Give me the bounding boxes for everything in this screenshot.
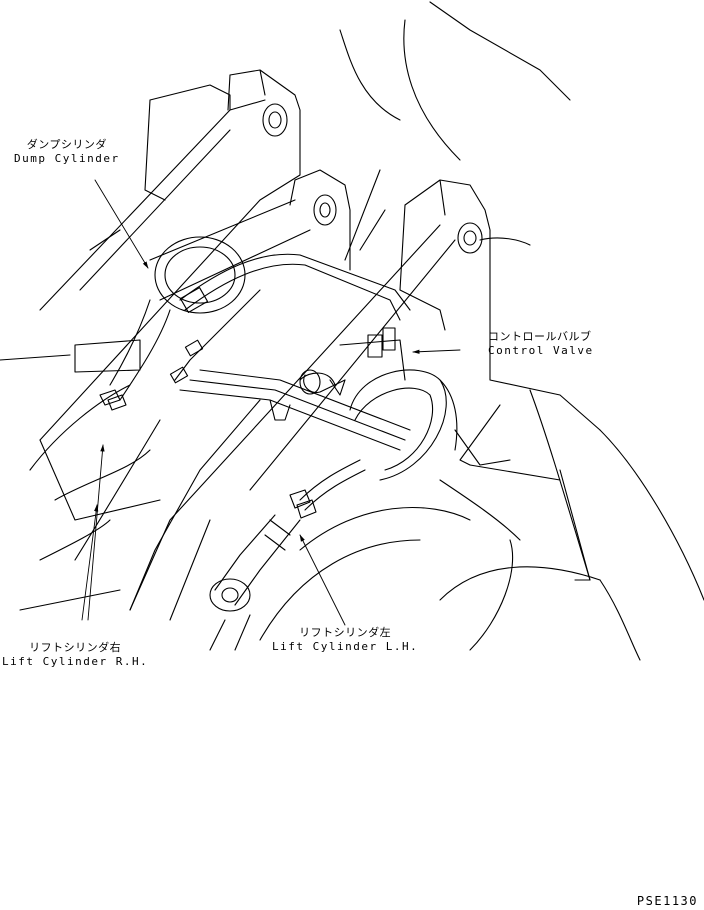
callout-lift-cylinder-lh: リフトシリンダ左 Lift Cylinder L.H. xyxy=(272,626,418,654)
lift-arm-rh xyxy=(0,236,261,621)
front-boom-tower xyxy=(129,179,531,611)
callout-dump-cylinder: ダンプシリンダ Dump Cylinder xyxy=(14,138,120,166)
callout-control-valve: コントロールバルブ Control Valve xyxy=(488,330,594,358)
chassis-outline xyxy=(259,1,704,661)
drawing-code: PSE1130 xyxy=(636,894,698,908)
lift-cylinder-rh-leader-1 xyxy=(87,444,105,621)
lift-cylinder-lh xyxy=(209,369,511,651)
callout-lift-cylinder-lh-en: Lift Cylinder L.H. xyxy=(272,640,419,653)
callout-lift-cylinder-rh-jp: リフトシリンダ右 xyxy=(29,641,122,654)
callout-lift-cylinder-rh-en: Lift Cylinder R.H. xyxy=(2,655,149,668)
callout-dump-cylinder-jp: ダンプシリンダ xyxy=(26,138,107,151)
dump-cylinder-link xyxy=(149,169,386,301)
callout-dump-cylinder-en: Dump Cylinder xyxy=(14,152,120,165)
lift-cylinder-lh-leader xyxy=(299,534,346,626)
leader-lines xyxy=(81,179,461,626)
control-valve-leader xyxy=(412,349,461,354)
callout-lift-cylinder-rh: リフトシリンダ右 Lift Cylinder R.H. xyxy=(2,641,148,669)
rear-boom-tower xyxy=(39,69,301,441)
callout-lift-cylinder-lh-jp: リフトシリンダ左 xyxy=(299,626,392,639)
hydraulic-piping xyxy=(169,253,411,451)
control-valve xyxy=(299,327,406,396)
callout-control-valve-en: Control Valve xyxy=(488,344,594,357)
lift-cylinder-rh-leader-2 xyxy=(81,504,99,621)
dump-cylinder-leader xyxy=(94,179,149,269)
callout-control-valve-jp: コントロールバルブ xyxy=(488,330,592,343)
